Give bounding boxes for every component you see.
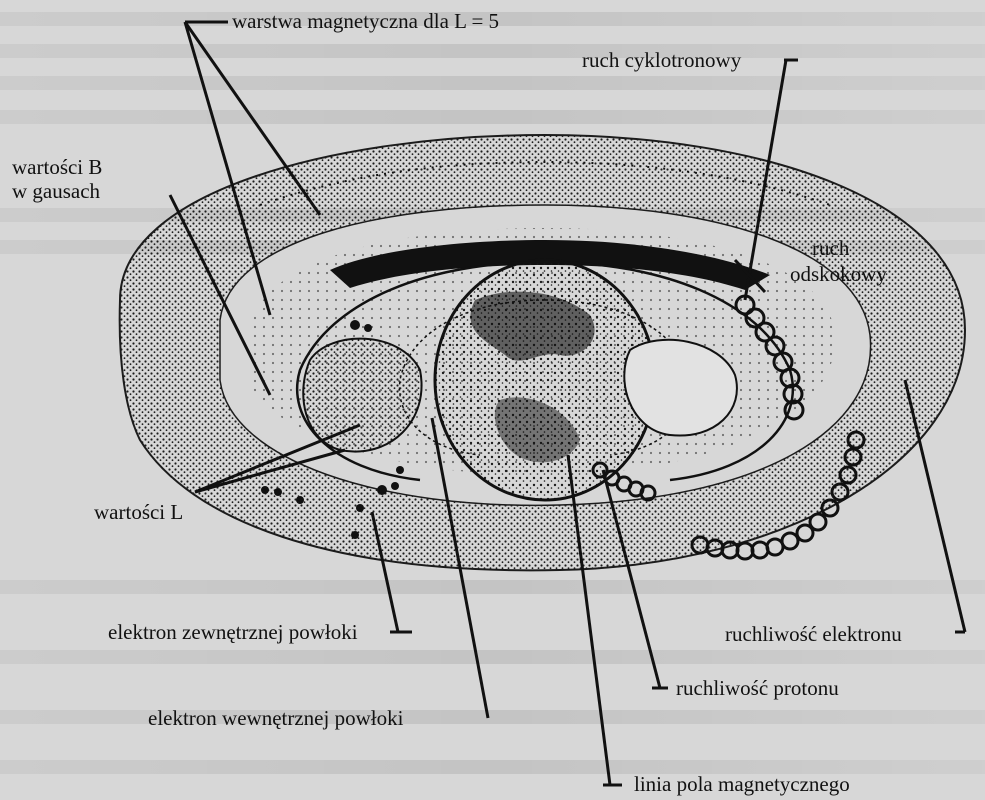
label-b-values-line1: wartości B bbox=[12, 155, 132, 179]
label-bounce-motion-line2: odskokowy bbox=[790, 262, 887, 286]
label-b-values: wartości B w gausach bbox=[12, 155, 132, 203]
label-outer-shell-electron: elektron zewnętrznej powłoki bbox=[108, 620, 358, 644]
label-proton-drift: ruchliwość protonu bbox=[676, 676, 839, 700]
label-electron-drift: ruchliwość elektronu bbox=[725, 622, 902, 646]
label-b-values-line2: w gausach bbox=[12, 179, 132, 203]
label-bounce-motion-line1: ruch bbox=[812, 236, 849, 260]
label-field-line: linia pola magnetycznego bbox=[634, 772, 850, 796]
label-inner-shell-electron: elektron wewnętrznej powłoki bbox=[148, 706, 403, 730]
label-magnetic-layer: warstwa magnetyczna dla L = 5 bbox=[232, 9, 499, 33]
label-cyclotron-motion: ruch cyklotronowy bbox=[582, 48, 741, 72]
label-l-values: wartości L bbox=[94, 500, 183, 524]
